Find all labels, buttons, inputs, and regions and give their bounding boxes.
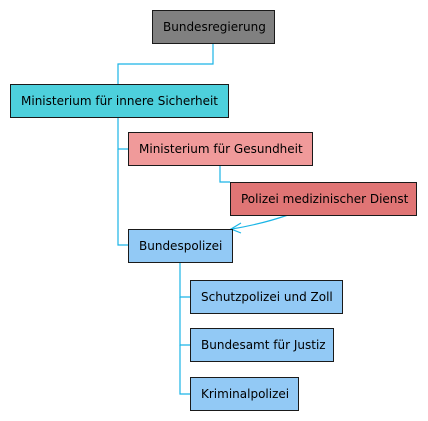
edge-bundesregierung-ministerium-innere-sicherheit (117, 44, 214, 84)
arrow-polizei-medizinischer-dienst-bundespolizei (231, 214, 289, 230)
node-bundesregierung: Bundesregierung (152, 10, 275, 44)
node-bundesamt-justiz: Bundesamt für Justiz (190, 328, 334, 362)
node-kriminalpolizei: Kriminalpolizei (190, 377, 299, 411)
edge-ministerium-innere-sicherheit-ministerium-gesundheit (117, 117, 128, 150)
edge-bundespolizei-schutzpolizei-zoll (179, 263, 190, 298)
node-ministerium-gesundheit: Ministerium für Gesundheit (128, 132, 313, 166)
edge-bundespolizei-bundesamt-justiz (179, 297, 190, 346)
node-schutzpolizei-zoll: Schutzpolizei und Zoll (190, 280, 343, 314)
node-polizei-medizinischer-dienst: Polizei medizinischer Dienst (230, 182, 417, 216)
edge-bundespolizei-kriminalpolizei (179, 345, 190, 395)
node-ministerium-innere-sicherheit: Ministerium für innere Sicherheit (10, 84, 229, 118)
edge-ministerium-gesundheit-polizei-medizinischer-dienst (219, 166, 230, 183)
node-bundespolizei: Bundespolizei (128, 229, 233, 263)
edge-ministerium-innere-sicherheit-bundespolizei (117, 149, 128, 246)
